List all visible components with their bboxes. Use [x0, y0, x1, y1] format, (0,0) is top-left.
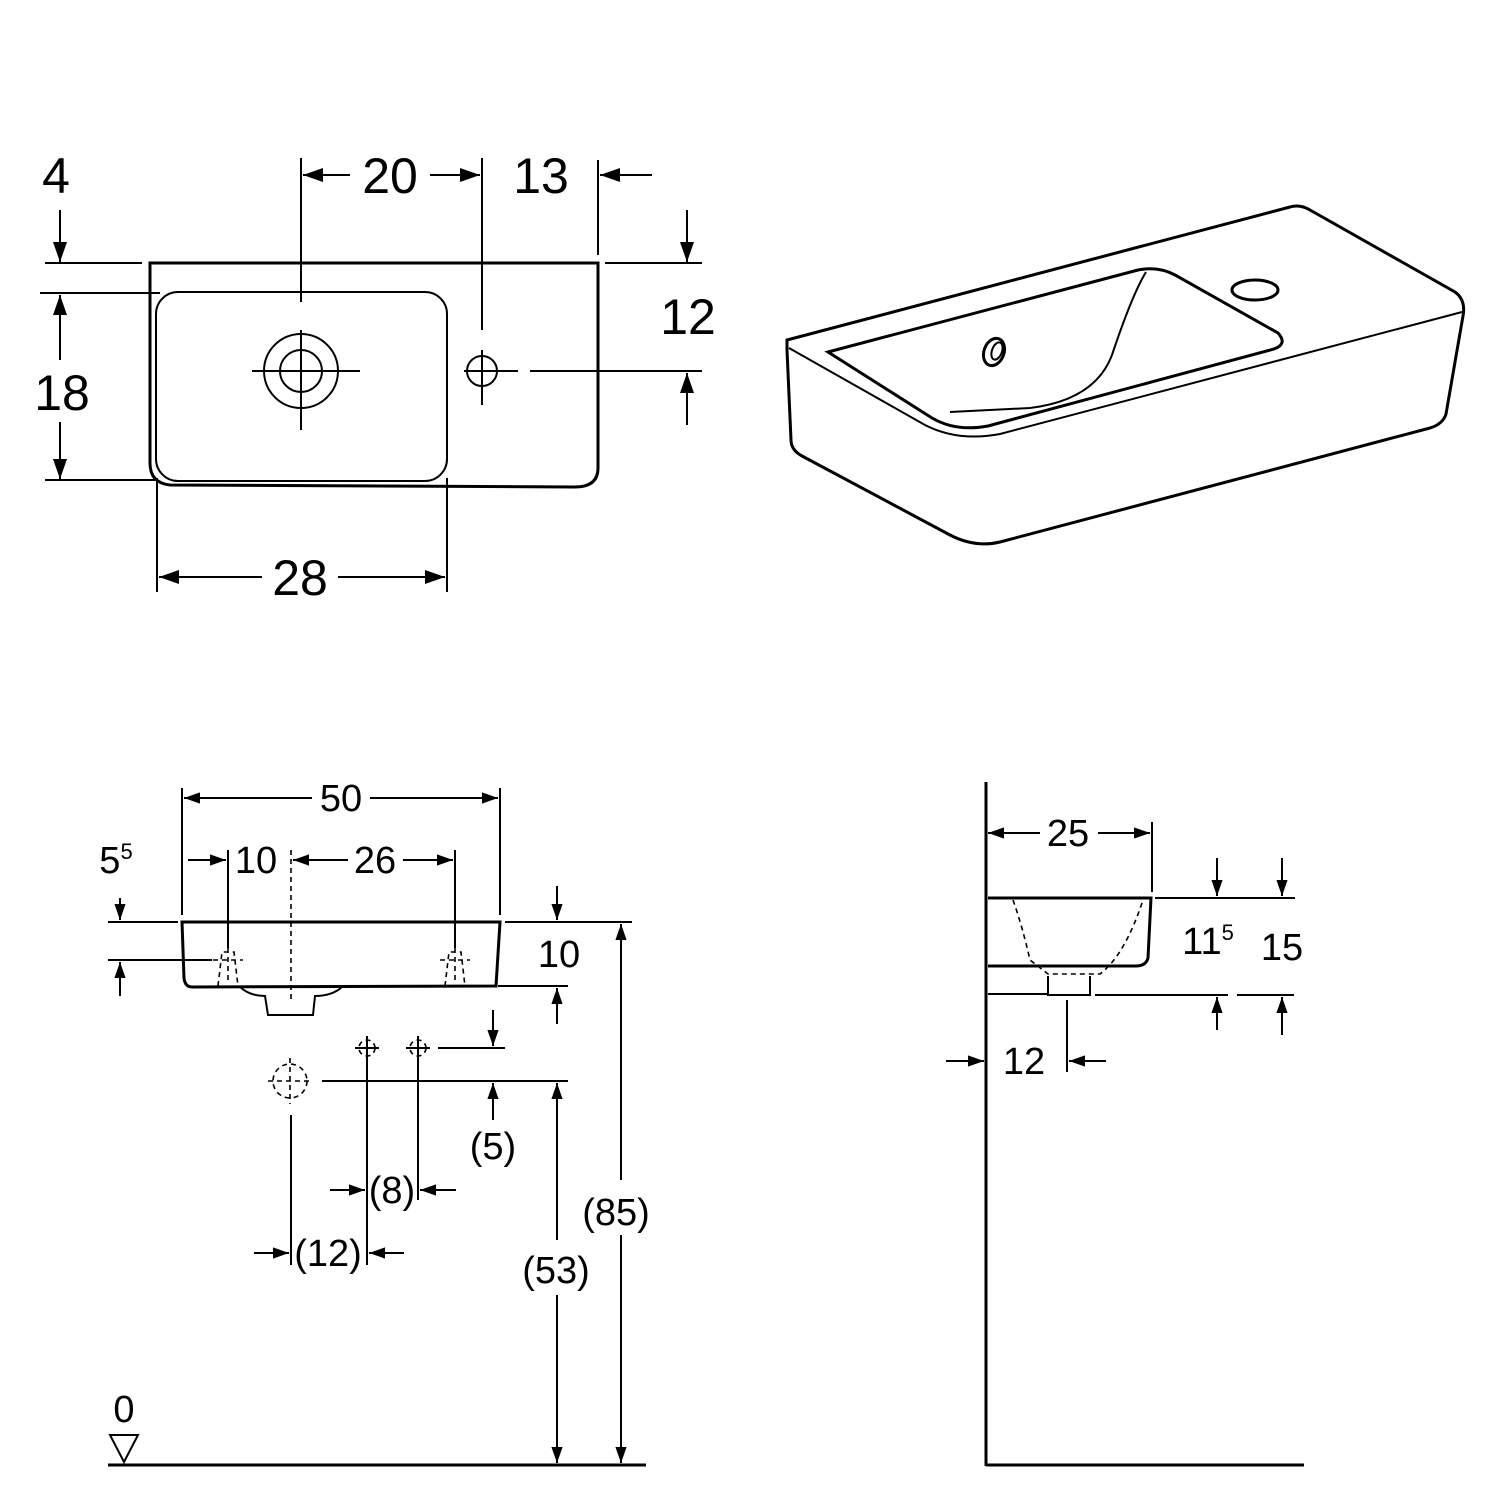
dim-25: 25 [1047, 813, 1089, 855]
mounting-bolt-left [213, 948, 243, 987]
basin-body-outline [785, 204, 1466, 546]
top-view: 20 13 4 18 12 28 [34, 148, 716, 606]
dim-18: 18 [34, 365, 90, 421]
floor-level-triangle-icon [108, 1434, 140, 1465]
dim-5-5: 55 [99, 839, 132, 882]
dim-4: 4 [42, 148, 70, 204]
basin-outline [148, 261, 600, 489]
dim-8-paren: (8) [369, 1170, 415, 1212]
front-view: 50 10 26 55 10 [99, 778, 650, 1467]
basin-bowl-rim [824, 267, 1284, 430]
dim-85-paren: (85) [582, 1192, 650, 1234]
dim-20: 20 [362, 148, 418, 204]
basin-front-edge [788, 311, 1463, 438]
dim-53-paren: (53) [522, 1250, 590, 1292]
drain-outlet [239, 986, 343, 1016]
supply-connection-symbols [268, 1036, 430, 1265]
basin-side-outline [988, 896, 1153, 968]
dim-12-paren: (12) [294, 1233, 362, 1275]
dim-12: 12 [660, 289, 716, 345]
dim-50: 50 [320, 778, 362, 820]
basin-bowl-side [949, 271, 1147, 413]
dim-10-left: 10 [235, 840, 277, 882]
dim-28: 28 [272, 550, 328, 606]
perspective-view [785, 204, 1466, 546]
dim-13: 13 [513, 148, 569, 204]
side-view: 25 115 15 12 [946, 782, 1304, 1467]
dim-15: 15 [1261, 927, 1303, 969]
basin-front-outline [180, 920, 502, 989]
basin-lower-part [988, 976, 1091, 996]
dim-12-side: 12 [1003, 1041, 1045, 1083]
tap-hole-symbol [464, 158, 518, 405]
mounting-bolt-right [440, 948, 470, 987]
dim-11-5: 115 [1182, 920, 1234, 963]
dim-10-right: 10 [538, 934, 580, 976]
dim-5-paren: (5) [470, 1126, 516, 1168]
floor-level-zero: 0 [113, 1389, 134, 1431]
basin-inner-dashed [1012, 899, 1144, 975]
overflow-hole [981, 336, 1007, 368]
tap-hole [1230, 278, 1280, 302]
drain-symbol [252, 158, 360, 430]
dim-26: 26 [354, 840, 396, 882]
